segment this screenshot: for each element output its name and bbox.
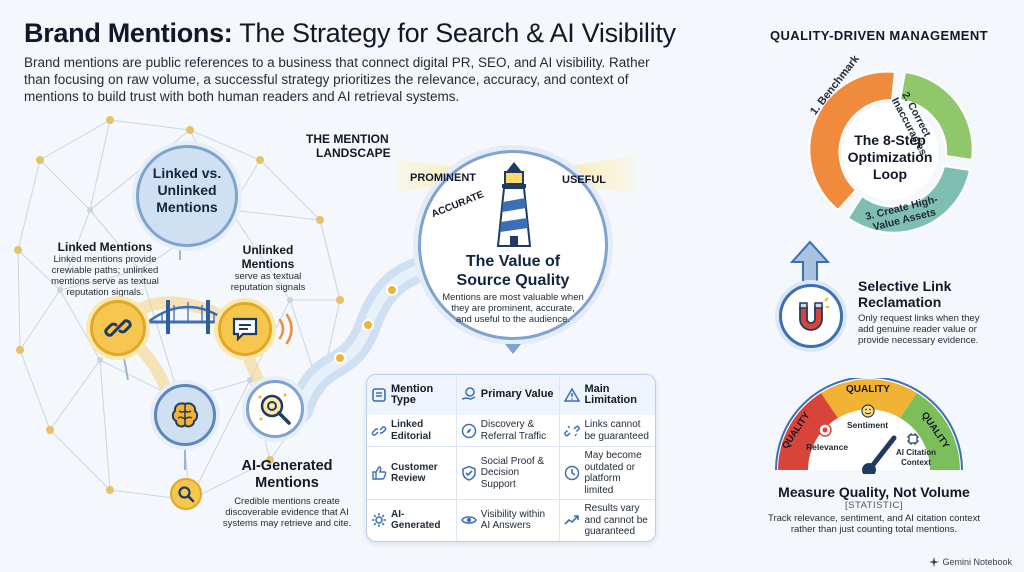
quality-gauge bbox=[775, 378, 963, 474]
header-mention-type: Mention Type bbox=[391, 382, 434, 406]
beam-label-useful: USEFUL bbox=[562, 174, 606, 186]
ai-search-icon bbox=[258, 393, 291, 425]
link-icon bbox=[371, 425, 387, 436]
table-row: Customer Review Social Proof & Decision … bbox=[367, 446, 655, 500]
money-hand-icon bbox=[461, 387, 476, 400]
cell-main-limitation: Results vary and cannot be guaranteed bbox=[584, 503, 648, 537]
link-node bbox=[90, 300, 146, 356]
ai-chip-icon bbox=[907, 433, 919, 445]
header-main-limitation: Main Limitation bbox=[584, 382, 637, 406]
gauge-sentiment: Sentiment bbox=[847, 420, 889, 430]
statistic-placeholder: [STATISTIC] bbox=[845, 500, 903, 511]
brain-icon bbox=[171, 402, 199, 428]
cell-primary-value: Social Proof & Decision Support bbox=[480, 455, 545, 490]
chat-icon bbox=[232, 317, 258, 342]
smiley-icon bbox=[861, 404, 875, 418]
magnet-icon bbox=[799, 297, 829, 331]
optimization-loop-diagram bbox=[808, 70, 974, 234]
linked-mentions-block: Linked Mentions Linked mentions provide … bbox=[51, 240, 159, 298]
gauge-relevance: Relevance bbox=[806, 442, 849, 452]
search-icon bbox=[178, 486, 195, 503]
cell-mention-type: AI-Generated bbox=[391, 508, 441, 532]
signal-waves-icon bbox=[278, 313, 293, 345]
cell-primary-value: Discovery & Referral Traffic bbox=[480, 419, 547, 442]
eye-icon bbox=[460, 516, 477, 524]
compass-icon bbox=[461, 423, 477, 438]
gauge-label-top: QUALITY bbox=[846, 384, 890, 395]
brain-node bbox=[154, 384, 216, 446]
cell-main-limitation: Links cannot be guaranteed bbox=[584, 419, 649, 442]
broken-link-icon bbox=[564, 425, 581, 436]
gear-icon bbox=[372, 513, 386, 528]
magnet-node bbox=[779, 284, 843, 348]
mention-types-table: Mention Type Primary Value Main Limitati… bbox=[366, 374, 656, 542]
clock-icon bbox=[565, 465, 580, 481]
target-icon bbox=[818, 423, 832, 437]
shield-check-icon bbox=[462, 465, 476, 481]
cell-mention-type: Customer Review bbox=[391, 461, 438, 485]
pointer-triangle bbox=[505, 344, 521, 354]
trend-icon bbox=[564, 515, 580, 525]
table-header-row: Mention Type Primary Value Main Limitati… bbox=[367, 375, 655, 415]
sparkle-icon bbox=[929, 557, 940, 567]
lighthouse-icon bbox=[496, 162, 532, 247]
unlinked-mentions-block: Unlinked Mentions serve as textual reput… bbox=[230, 243, 306, 293]
beam-label-prominent: PROMINENT bbox=[410, 172, 476, 184]
footer-brand: Gemini Notebook bbox=[929, 557, 1012, 567]
quality-management-title: QUALITY-DRIVEN MANAGEMENT bbox=[770, 28, 988, 43]
table-row: AI-Generated Visibility within AI Answer… bbox=[367, 499, 655, 541]
cell-primary-value: Visibility within AI Answers bbox=[480, 508, 546, 532]
list-icon bbox=[372, 388, 386, 402]
link-icon bbox=[104, 319, 132, 337]
thumbs-up-icon bbox=[372, 466, 387, 480]
table-row: Linked Editorial Discovery & Referral Tr… bbox=[367, 415, 655, 447]
measure-quality-block: Measure Quality, Not Volume [STATISTIC] … bbox=[756, 484, 992, 535]
ai-mentions-block: AI-Generated Mentions Credible mentions … bbox=[222, 458, 352, 529]
cell-mention-type: Linked Editorial bbox=[391, 419, 432, 442]
reclamation-block: Selective Link Reclamation Only request … bbox=[858, 278, 980, 346]
header-primary-value: Primary Value bbox=[480, 388, 554, 401]
bridge-icon bbox=[148, 300, 228, 334]
intro-paragraph: Brand mentions are public references to … bbox=[24, 55, 650, 104]
small-search-node bbox=[170, 478, 202, 510]
cell-main-limitation: May become outdated or platform limited bbox=[584, 450, 642, 496]
hub-circle bbox=[136, 145, 238, 247]
warning-icon bbox=[564, 387, 581, 402]
page-title: Brand Mentions: The Strategy for Search … bbox=[24, 18, 676, 48]
